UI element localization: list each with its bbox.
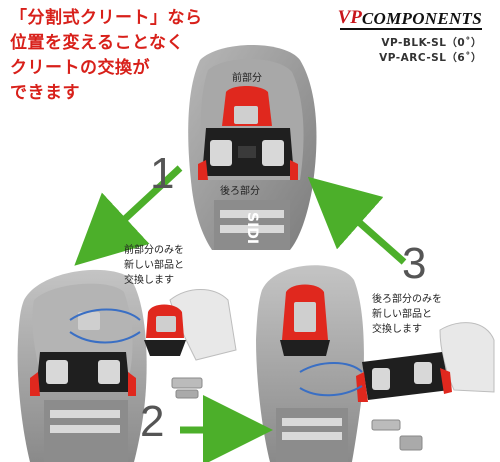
brand-rule	[340, 28, 482, 30]
headline-line-3: クリートの交換が	[10, 58, 150, 78]
step-3-caption: 後ろ部分のみを 新しい部品と 交換します	[372, 292, 442, 337]
brand-logo-components: COMPONENTS	[361, 9, 482, 28]
headline: 「分割式クリート」なら 位置を変えることなく クリートの交換が できます	[10, 6, 240, 106]
step-1-caption-line-3: 交換します	[124, 275, 174, 286]
right-cleat-front	[280, 284, 330, 356]
step1-arrow	[74, 165, 183, 266]
step3-arrow	[307, 176, 407, 265]
step-1-caption: 前部分のみを 新しい部品と 交換します	[124, 243, 184, 288]
step-3-caption-line-3: 交換します	[372, 324, 422, 335]
left-rotate-arrow-bottom	[69, 331, 141, 344]
model-name-2: VP-ARC-SL（6˚）	[379, 52, 482, 64]
left-shoe	[17, 269, 147, 462]
headline-line-4: できます	[10, 83, 80, 103]
top-cleat	[198, 86, 298, 180]
left-rotate-arrow-top	[69, 308, 141, 321]
left-bolts	[171, 377, 203, 399]
brand-logo-vp: VP	[337, 7, 362, 28]
model-name-1: VP-BLK-SL（0˚）	[381, 37, 482, 49]
label-front-part: 前部分	[232, 73, 262, 84]
brand-logo: VP COMPONENTS	[337, 7, 482, 29]
right-rotate-arrow-top	[299, 362, 363, 373]
label-rear-part: 後ろ部分	[220, 186, 260, 197]
step-1-caption-line-1: 前部分のみを	[124, 245, 184, 256]
step-3-caption-line-1: 後ろ部分のみを	[372, 294, 442, 305]
step-3-caption-line-2: 新しい部品と	[372, 309, 432, 320]
right-rotate-arrow-bottom	[299, 385, 363, 397]
step-2-number: 2	[140, 397, 165, 446]
right-hand-rear-part	[356, 322, 495, 402]
left-cleat-rear	[30, 352, 136, 396]
right-shoe	[256, 265, 364, 462]
svg-text:SIDI: SIDI	[244, 212, 260, 244]
step-1-caption-line-2: 新しい部品と	[124, 260, 184, 271]
left-hand-front-part	[144, 289, 237, 361]
step-3-number: 3	[402, 239, 427, 288]
step-1-number: 1	[150, 149, 175, 198]
right-bolts	[371, 419, 423, 451]
headline-line-2: 位置を変えることなく	[10, 33, 184, 53]
headline-line-1: 「分割式クリート」なら	[10, 8, 203, 28]
